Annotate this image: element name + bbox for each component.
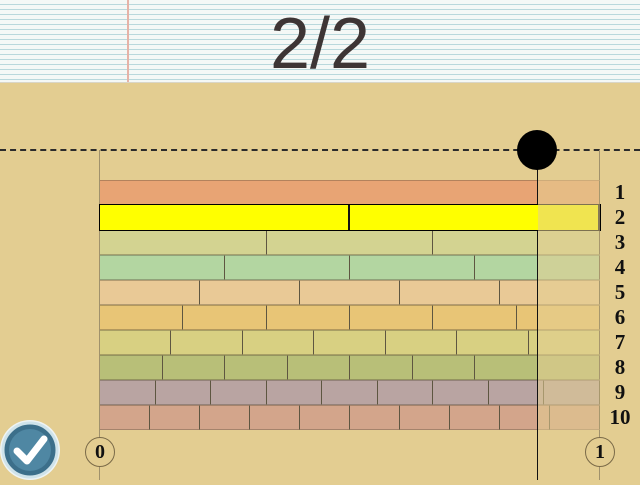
fraction-piece[interactable] bbox=[412, 355, 475, 380]
fraction-row-5[interactable] bbox=[100, 280, 600, 305]
notebook-margin-line bbox=[127, 0, 129, 82]
row-label: 3 bbox=[614, 230, 626, 254]
fraction-row-7[interactable] bbox=[100, 330, 600, 355]
dashed-guide-line bbox=[0, 149, 640, 151]
check-button[interactable] bbox=[0, 420, 60, 480]
fraction-piece[interactable] bbox=[377, 380, 434, 405]
fraction-piece[interactable] bbox=[300, 405, 350, 430]
fraction-piece[interactable] bbox=[266, 230, 434, 255]
fraction-display: 2/2 bbox=[269, 4, 371, 84]
fraction-piece[interactable] bbox=[266, 305, 350, 330]
fraction-piece[interactable] bbox=[350, 255, 475, 280]
axis-one-label: 1 bbox=[585, 437, 615, 467]
fraction-piece[interactable] bbox=[100, 255, 225, 280]
fraction-piece[interactable] bbox=[488, 380, 545, 405]
fraction-piece[interactable] bbox=[162, 355, 225, 380]
fraction-piece[interactable] bbox=[100, 280, 200, 305]
fraction-piece[interactable] bbox=[287, 355, 350, 380]
fraction-row-6[interactable] bbox=[100, 305, 600, 330]
fraction-piece[interactable] bbox=[171, 330, 243, 355]
fraction-piece[interactable] bbox=[225, 355, 288, 380]
fraction-piece[interactable] bbox=[200, 280, 300, 305]
fraction-piece[interactable] bbox=[100, 230, 267, 255]
notebook-header: 2/2 bbox=[0, 0, 640, 84]
row-label: 4 bbox=[614, 255, 626, 279]
fraction-piece[interactable] bbox=[200, 405, 250, 430]
fraction-piece[interactable] bbox=[433, 305, 517, 330]
row-label: 7 bbox=[614, 330, 626, 354]
fraction-row-1[interactable] bbox=[100, 180, 600, 205]
fraction-row-8[interactable] bbox=[100, 355, 600, 380]
fraction-row-9[interactable] bbox=[100, 380, 600, 405]
fraction-piece[interactable] bbox=[314, 330, 386, 355]
fraction-piece[interactable] bbox=[350, 355, 413, 380]
fraction-piece[interactable] bbox=[450, 405, 500, 430]
fraction-piece[interactable] bbox=[457, 330, 529, 355]
fraction-piece[interactable] bbox=[100, 330, 172, 355]
row-label: 8 bbox=[614, 355, 626, 379]
fraction-piece[interactable] bbox=[385, 330, 458, 355]
row-label: 5 bbox=[614, 280, 626, 304]
row-label: 1 bbox=[614, 180, 626, 204]
slider-handle[interactable] bbox=[517, 130, 557, 170]
fraction-piece[interactable] bbox=[322, 380, 378, 405]
fraction-piece[interactable] bbox=[242, 330, 315, 355]
fraction-bars bbox=[99, 180, 601, 430]
checkmark-icon bbox=[1, 421, 59, 479]
slider-shade bbox=[538, 180, 600, 430]
fraction-row-4[interactable] bbox=[100, 255, 600, 280]
fraction-piece[interactable] bbox=[150, 405, 200, 430]
fraction-piece[interactable] bbox=[400, 280, 500, 305]
fraction-piece[interactable] bbox=[475, 355, 538, 380]
fraction-piece[interactable] bbox=[100, 180, 600, 205]
fraction-row-2[interactable] bbox=[99, 204, 601, 231]
fraction-piece[interactable] bbox=[225, 255, 350, 280]
row-label: 6 bbox=[614, 305, 626, 329]
fraction-piece[interactable] bbox=[100, 355, 163, 380]
fraction-piece[interactable] bbox=[155, 380, 212, 405]
fraction-piece[interactable] bbox=[211, 380, 267, 405]
fraction-row-10[interactable] bbox=[100, 405, 600, 430]
row-label: 9 bbox=[614, 380, 626, 404]
row-label: 10 bbox=[609, 405, 631, 429]
fraction-piece[interactable] bbox=[100, 305, 184, 330]
fraction-piece[interactable] bbox=[400, 405, 450, 430]
fraction-piece[interactable] bbox=[100, 405, 150, 430]
zero-guide-line bbox=[99, 150, 100, 480]
fraction-piece[interactable] bbox=[100, 205, 350, 230]
fraction-piece[interactable] bbox=[350, 305, 434, 330]
fraction-piece[interactable] bbox=[433, 380, 489, 405]
fraction-piece[interactable] bbox=[300, 280, 400, 305]
fraction-piece[interactable] bbox=[183, 305, 267, 330]
slider-line bbox=[537, 150, 538, 480]
row-label: 2 bbox=[614, 205, 626, 229]
fraction-piece[interactable] bbox=[266, 380, 323, 405]
fraction-piece[interactable] bbox=[100, 380, 156, 405]
axis-zero-label: 0 bbox=[85, 437, 115, 467]
fraction-piece[interactable] bbox=[250, 405, 300, 430]
fraction-row-3[interactable] bbox=[100, 230, 600, 255]
fraction-piece[interactable] bbox=[350, 405, 400, 430]
